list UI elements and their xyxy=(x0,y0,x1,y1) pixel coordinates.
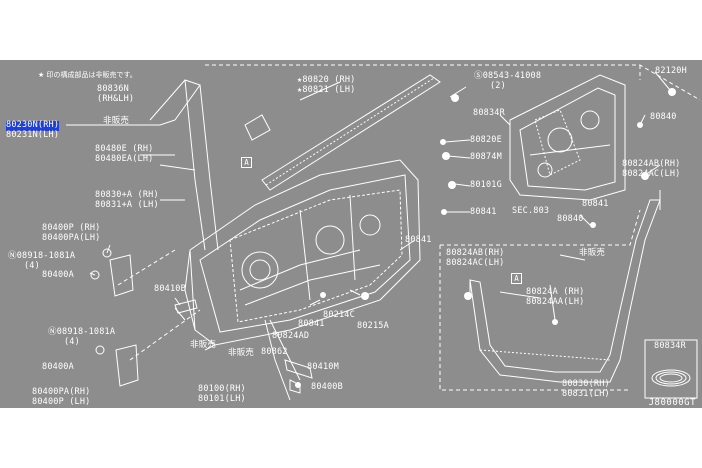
label-80834r-2: 80834R xyxy=(654,341,686,351)
label-80840-a: 80840 xyxy=(650,112,677,122)
glass-run-front xyxy=(149,79,201,121)
label-80874m: 80874M xyxy=(470,152,502,162)
label-80840-b: 80840 xyxy=(557,214,584,224)
label-80231n: 80231N(LH) xyxy=(6,130,60,140)
label-80830: 80830+A (RH) 80831+A (LH) xyxy=(95,190,159,210)
label-08543: Ⓢ08543-41008 (2) xyxy=(474,71,542,91)
reference-box-a-2: A xyxy=(511,273,522,284)
label-80841-d: 80841 xyxy=(298,319,325,329)
diagram-code: J80000GT xyxy=(648,398,696,408)
parts-diagram: ★ 印の構成部品は非販売です。 80836N (RH&LH) 非販売 80230… xyxy=(0,60,702,408)
label-80824ab-rh: 80824AB(RH) 80824AC(LH) xyxy=(446,248,505,268)
label-80841-a: 80841 xyxy=(470,207,497,217)
label-80824ad: 80824AD xyxy=(272,331,310,341)
note-text: ★ 印の構成部品は非販売です。 xyxy=(38,71,137,79)
label-80824ab: 80824AB(RH) 80824AC(LH) xyxy=(622,159,681,179)
label-hanbai-1: 非販売 xyxy=(103,116,130,126)
label-80101g: 80101G xyxy=(470,180,502,190)
label-08918-b: Ⓝ08918-1081A (4) xyxy=(48,327,116,347)
label-80841-b: 80841 xyxy=(582,199,609,209)
label-80410m: 80410M xyxy=(307,362,339,372)
diagram-drawing xyxy=(66,64,701,401)
label-80215a: 80215A xyxy=(357,321,389,331)
label-80214c: 80214C xyxy=(323,310,355,320)
label-80230n[interactable]: 80230N(RH) xyxy=(6,120,60,131)
reference-box-a: A xyxy=(241,157,252,168)
label-80400pa: 80400PA(RH) 80400P (LH) xyxy=(32,387,91,407)
label-80834r: 80834R xyxy=(473,108,505,118)
label-80410b: 80410B xyxy=(154,284,186,294)
label-80480e: 80480E (RH) 80480EA(LH) xyxy=(95,144,154,164)
label-80400b: 80400B xyxy=(311,382,343,392)
label-80100: 80100(RH) 80101(LH) xyxy=(198,384,246,404)
label-80862: 80862 xyxy=(261,347,288,357)
label-80820e: 80820E xyxy=(470,135,502,145)
label-80824a: 80824A (RH) 80824AA(LH) xyxy=(526,287,585,307)
label-80400a-1: 80400A xyxy=(42,270,74,280)
label-82120h: 82120H xyxy=(655,66,687,76)
label-hanbai-3: 非販売 xyxy=(228,348,255,358)
label-80400p: 80400P (RH) 80400PA(LH) xyxy=(42,223,101,243)
label-08918-a: Ⓝ08918-1081A (4) xyxy=(8,251,76,271)
label-80400a-2: 80400A xyxy=(42,362,74,372)
label-hanbai-2: 非販売 xyxy=(190,340,217,350)
label-80820: ★80820 (RH) ★80821 (LH) xyxy=(297,75,356,95)
label-80841-c: 80841 xyxy=(405,235,432,245)
label-sec803: SEC.803 xyxy=(512,206,550,216)
label-80836n: 80836N (RH&LH) xyxy=(97,84,135,104)
label-hanbai-4: 非販売 xyxy=(579,248,606,258)
label-80830-b: 80830(RH) 80831(LH) xyxy=(562,379,610,399)
